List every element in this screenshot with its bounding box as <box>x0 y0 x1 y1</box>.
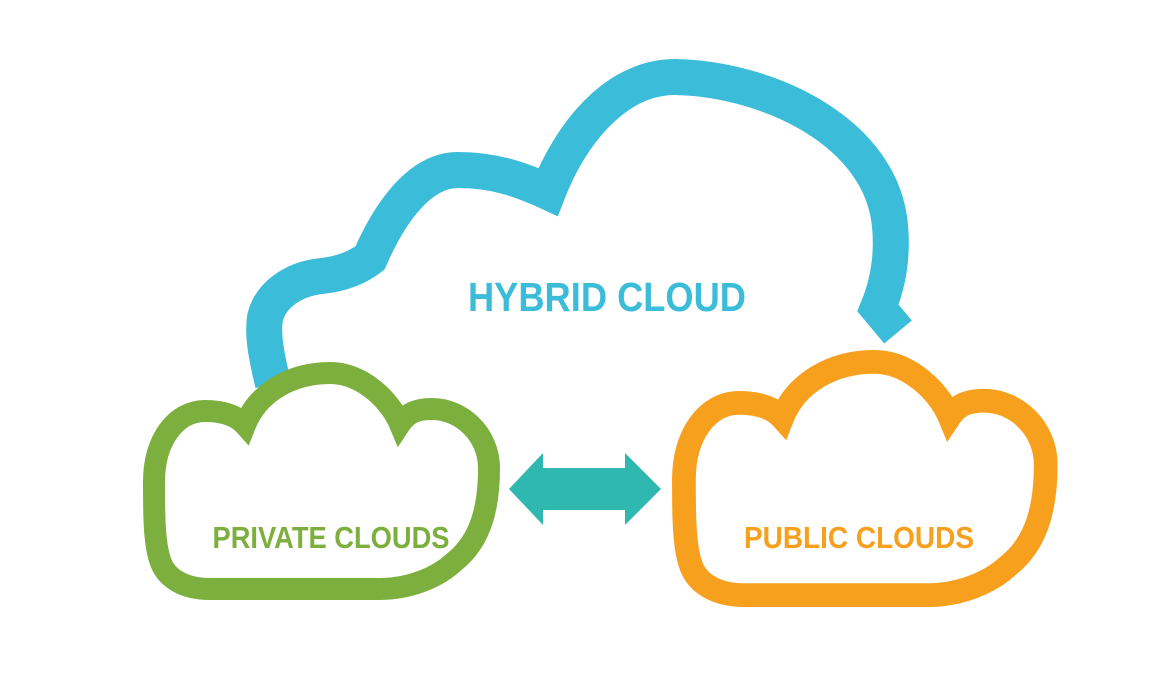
private-clouds-label: PRIVATE CLOUDS <box>213 520 450 555</box>
public-clouds-label: PUBLIC CLOUDS <box>744 520 974 555</box>
double-arrow-icon <box>509 453 661 525</box>
public-cloud-shape <box>684 362 1046 595</box>
private-cloud-shape <box>154 373 489 589</box>
hybrid-cloud-outline <box>246 58 912 388</box>
hybrid-cloud-label: HYBRID CLOUD <box>468 274 746 320</box>
